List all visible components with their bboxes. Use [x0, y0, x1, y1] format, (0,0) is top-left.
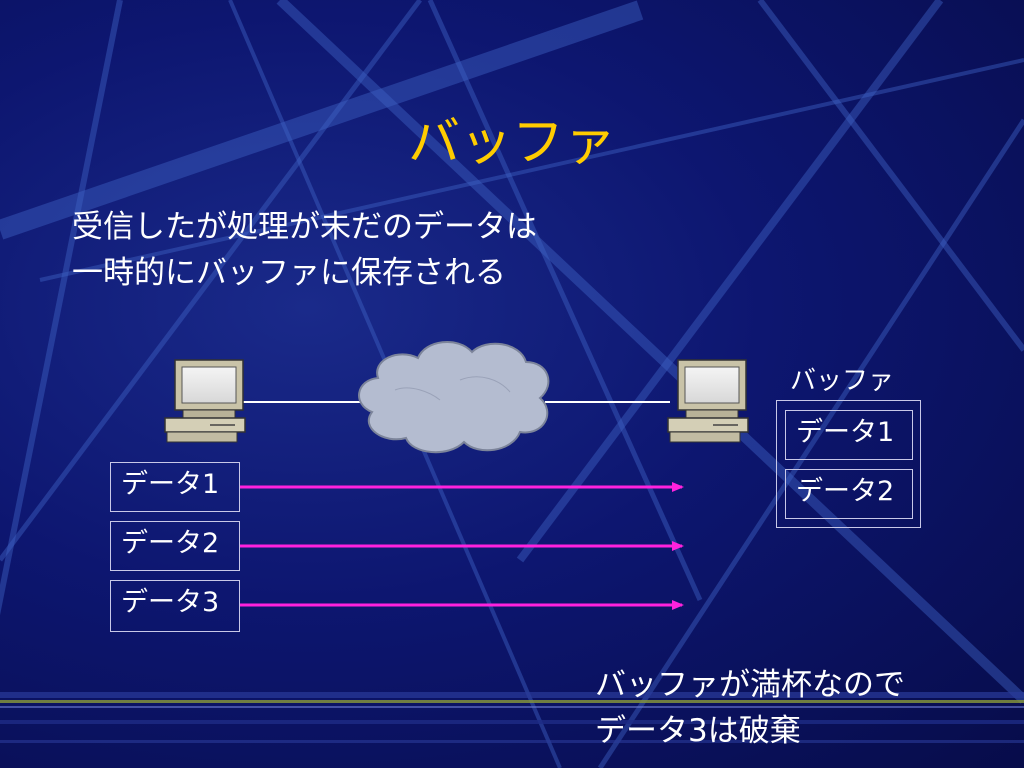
slide-title-text: バッファ: [407, 113, 616, 173]
network-cloud-icon: [358, 340, 550, 454]
sender-computer-icon: [164, 359, 246, 443]
description-line-1: 受信したが処理が未だのデータは: [72, 209, 537, 245]
slide-title: バッファ: [0, 100, 1024, 175]
buffer-packet-2: データ2: [785, 469, 913, 519]
sent-packet-2: データ2: [110, 521, 240, 571]
discard-note-line-1: バッファが満杯なので: [595, 667, 905, 703]
buffer-packet-1: データ1: [785, 410, 913, 460]
description-text: 受信したが処理が未だのデータは 一時的にバッファに保存される: [72, 204, 537, 296]
sent-packet-1: データ1: [110, 462, 240, 512]
buffer-label: バッファ: [790, 366, 895, 396]
receiver-computer-icon: [667, 359, 749, 443]
discard-note: バッファが満杯なので データ3は破棄: [595, 662, 905, 754]
buffer-frame: [776, 400, 921, 528]
description-line-2: 一時的にバッファに保存される: [72, 255, 506, 291]
sent-packet-3: データ3: [110, 580, 240, 632]
discard-note-line-2: データ3は破棄: [595, 713, 801, 749]
